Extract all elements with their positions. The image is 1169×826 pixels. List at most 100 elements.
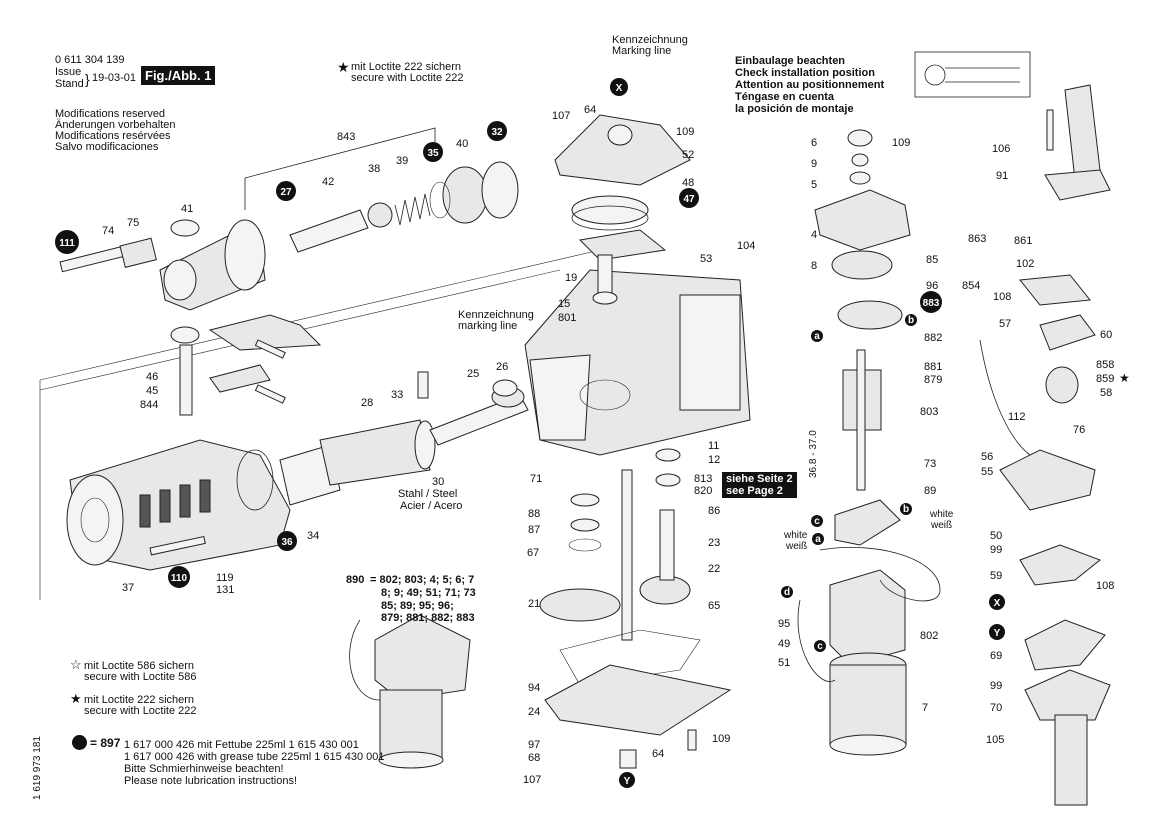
part-label-33: 33: [391, 389, 404, 401]
part-label-879: 879: [924, 374, 943, 386]
part-label-801: 801: [558, 312, 577, 324]
part-label-65: 65: [708, 600, 721, 612]
part-label-57: 57: [999, 318, 1012, 330]
install-note-5: la posición de montaje: [735, 103, 854, 115]
svg-text:47: 47: [683, 194, 695, 205]
install-note-3: Attention au positionnement: [735, 79, 885, 91]
part-label-881: 881: [924, 361, 943, 373]
dimension-label: 36.8 - 37.0: [808, 430, 819, 478]
part-label-94: 94: [528, 682, 541, 694]
callout-Y-bottom: Y: [619, 772, 635, 788]
svg-text:c: c: [814, 516, 820, 527]
marker-a2: a: [812, 533, 824, 545]
part-label-96: 96: [926, 280, 939, 292]
see-page-1: siehe Seite 2: [726, 473, 793, 485]
part-label-5: 5: [811, 179, 818, 191]
part-label-26: 26: [496, 361, 509, 373]
part-label-46: 46: [146, 371, 159, 383]
part-label-64a: 64: [584, 104, 597, 116]
see-page-2: see Page 2: [726, 485, 783, 497]
star-icon-legend: ★: [70, 691, 82, 706]
part-label-87: 87: [528, 524, 541, 536]
grease-line-4: Please note lubrication instructions!: [124, 775, 298, 787]
marking-line-mid-1: Kennzeichnung: [458, 309, 534, 321]
marking-line-top-2: Marking line: [612, 45, 672, 57]
part-label-820: 820: [694, 485, 713, 497]
part-label-71: 71: [530, 473, 543, 485]
part-label-58: 58: [1100, 387, 1113, 399]
part-label-844: 844: [140, 399, 159, 411]
brace-glyph: }: [85, 71, 90, 87]
marker-c1: c: [811, 515, 823, 527]
stand-label: Stand: [55, 78, 84, 90]
part-label-60: 60: [1100, 329, 1113, 341]
wire-white-right-2: weiß: [931, 520, 953, 531]
part-label-882: 882: [924, 332, 943, 344]
part-label-7: 7: [922, 702, 929, 714]
part-label-85: 85: [926, 254, 939, 266]
part-label-105: 105: [986, 734, 1005, 746]
part-label-109b: 109: [712, 733, 731, 745]
svg-text:b: b: [903, 504, 909, 515]
part-label-99b: 99: [990, 680, 1003, 692]
part-label-28: 28: [361, 397, 374, 409]
part-label-99a: 99: [990, 544, 1003, 556]
steel-note-1: Stahl / Steel: [398, 488, 458, 500]
part-label-30: 30: [432, 476, 445, 488]
part-label-9: 9: [811, 158, 818, 170]
part-label-23: 23: [708, 537, 721, 549]
part-label-119: 119: [216, 572, 234, 584]
svg-text:X: X: [616, 83, 623, 94]
mods-3: Modifications resérvées: [55, 130, 171, 142]
marker-c2: c: [814, 640, 826, 652]
part-label-858: 858: [1096, 359, 1115, 371]
part-label-19: 19: [565, 272, 578, 284]
side-code: 1 619 973 181: [32, 736, 43, 800]
part-label-813: 813: [694, 473, 713, 485]
part-label-88: 88: [528, 508, 541, 520]
kit-line-1: = 802; 803; 4; 5; 6; 7: [370, 574, 475, 586]
steel-note-2: Acier / Acero: [400, 500, 463, 512]
kit-line-2: 8; 9; 49; 51; 71; 73: [381, 587, 476, 599]
marking-line-top-1: Kennzeichnung: [612, 34, 688, 46]
callout-35: 35: [423, 142, 443, 162]
grease-dot-icon: [72, 735, 87, 750]
part-label-25: 25: [467, 368, 480, 380]
part-label-50: 50: [990, 530, 1003, 542]
part-label-74: 74: [102, 225, 115, 237]
part-label-861: 861: [1014, 235, 1033, 247]
part-label-22: 22: [708, 563, 721, 575]
mods-4: Salvo modificaciones: [55, 141, 159, 153]
star-icon: ★: [337, 59, 350, 75]
mods-2: Änderungen vorbehalten: [55, 119, 176, 131]
kit-line-4: 879; 881; 882; 883: [381, 612, 475, 624]
part-label-8: 8: [811, 260, 818, 272]
callout-X-top: X: [610, 78, 628, 96]
part-label-59: 59: [990, 570, 1003, 582]
svg-text:b: b: [908, 315, 914, 326]
part-label-859: 859: [1096, 373, 1115, 385]
part-label-37: 37: [122, 582, 135, 594]
part-label-106: 106: [992, 143, 1011, 155]
see-page-box: siehe Seite 2 see Page 2: [722, 472, 797, 498]
figure-label: Fig./Abb. 1: [141, 66, 216, 85]
part-number: 0 611 304 139: [55, 54, 125, 66]
part-label-68: 68: [528, 752, 541, 764]
hollow-star-icon: ☆: [70, 657, 82, 672]
svg-text:d: d: [784, 587, 790, 598]
install-note-2: Check installation position: [735, 67, 875, 79]
callout-32: 32: [487, 121, 507, 141]
callout-111: 111: [55, 230, 79, 254]
part-label-76: 76: [1073, 424, 1086, 436]
callout-27: 27: [276, 181, 296, 201]
grease-line-3: Bitte Schmierhinweise beachten!: [124, 763, 284, 775]
part-label-12: 12: [708, 454, 721, 466]
part-label-24: 24: [528, 706, 541, 718]
callout-883: 883: [920, 291, 942, 313]
wire-white-right-1: white: [930, 509, 954, 520]
part-label-109a: 109: [676, 126, 695, 138]
part-label-843: 843: [337, 131, 356, 143]
part-label-89: 89: [924, 485, 937, 497]
wire-white-left-1: white: [784, 530, 808, 541]
part-label-107b: 107: [523, 774, 542, 786]
